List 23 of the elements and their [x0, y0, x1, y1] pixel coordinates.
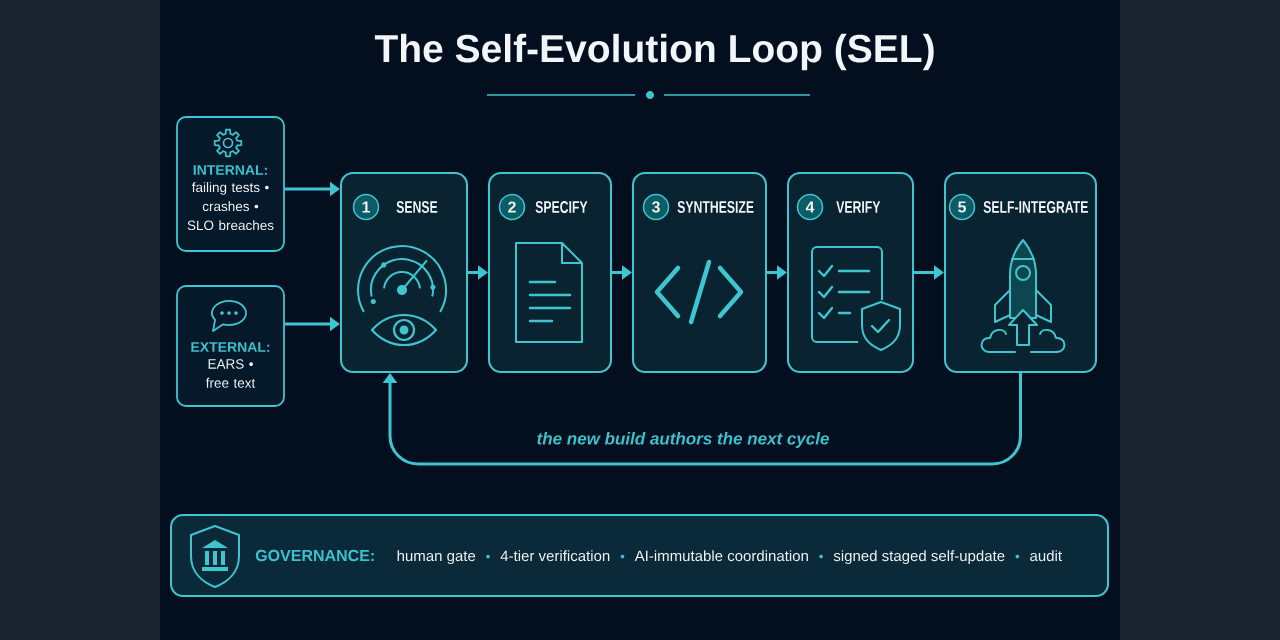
band-item: 4-tier verification [500, 550, 610, 562]
band-item: audit [1030, 550, 1062, 562]
title: The Self-Evolution Loop (SEL) [374, 33, 934, 71]
band-item: AI-immutable coordination [634, 550, 808, 562]
box-heading: EXTERNAL: [191, 342, 270, 352]
box-text: failing tests • crashes • SLO breaches [187, 182, 274, 231]
step-title: SYNTHESIZE [677, 201, 754, 214]
number-badge: 5 [948, 193, 976, 221]
step-title: VERIFY [836, 201, 881, 213]
box-heading: INTERNAL: [193, 165, 267, 175]
step-title: SELF-INTEGRATE [983, 201, 1088, 214]
number-badge: 3 [642, 193, 670, 221]
band-item: signed staged self-update [833, 550, 1005, 565]
number-badge: 4 [796, 193, 824, 221]
box-text: EARS • free text [205, 359, 256, 388]
band-heading: GOVERNANCE: [255, 549, 374, 562]
arrow [382, 373, 1022, 466]
band-item: human gate [397, 550, 476, 565]
number-badge: 1 [352, 193, 380, 221]
edge-label: the new build authors the next cycle [533, 429, 833, 451]
step-title: SPECIFY [535, 201, 588, 214]
number-badge: 2 [498, 193, 526, 221]
step-title: SENSE [396, 201, 438, 214]
